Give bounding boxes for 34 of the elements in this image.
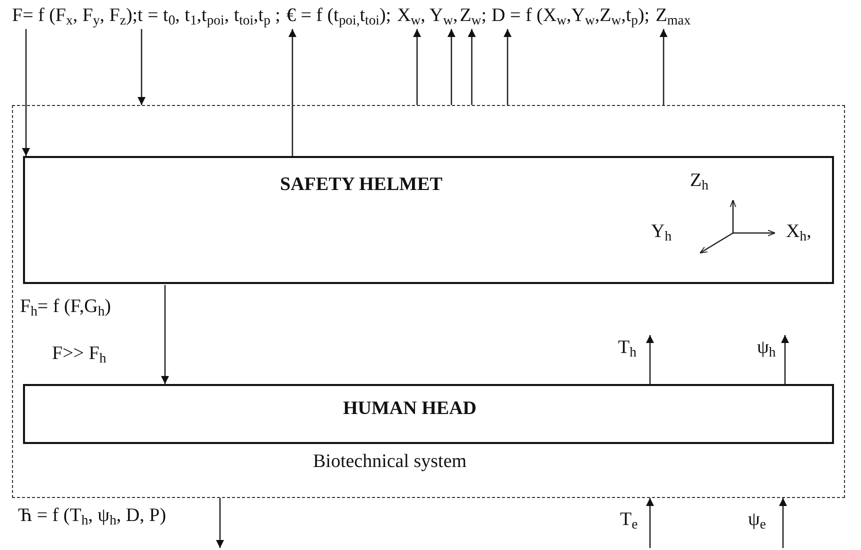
- edge-label: Ћ = f (T$_{h}$, ψ$_{h}$, D, P): [18, 505, 166, 527]
- arrow: [646, 498, 654, 548]
- arrow: [779, 498, 787, 548]
- box-title: SAFETY HELMET: [280, 174, 442, 196]
- arrow: [288, 29, 296, 156]
- arrow: [646, 335, 654, 384]
- arrow: [161, 285, 169, 384]
- arrow: [216, 498, 224, 548]
- formula-label: € = f (t$_{poi,}$t$_{toi}$);: [286, 4, 392, 28]
- formula-label: t = t$_{0}$, t$_{1}$,t$_{poi}$, t$_{toi}$,t$_{p}$ ;: [138, 4, 280, 28]
- head-box: [23, 384, 834, 444]
- arrow: [22, 29, 30, 156]
- arrow: [504, 29, 512, 105]
- formula-label: Z$_{max}$: [656, 4, 691, 28]
- system-boundary: [12, 105, 845, 498]
- arrow: [660, 29, 668, 105]
- formula-label: F>> F$_{h}$: [52, 343, 106, 365]
- formula-label: X$_{w}$,: [397, 4, 426, 28]
- formula-label: Z$_{w}$;: [460, 4, 487, 28]
- arrow: [413, 29, 422, 105]
- helmet-box: [23, 156, 834, 284]
- axis-label: Y$_{h}$: [651, 221, 672, 243]
- axis-label: X$_{h}$,: [786, 221, 812, 243]
- box-title: HUMAN HEAD: [343, 398, 477, 420]
- formula-label: D = f (X$_{w}$,Y$_{w}$,Z$_{w}$,t$_{p}$);: [492, 4, 650, 28]
- formula-label: F= f (F$_{x}$, F$_{y}$, F$_{z}$);: [12, 4, 138, 28]
- formula-label: F$_{h}$= f (F,G$_{h}$): [20, 296, 111, 318]
- arrow: [138, 29, 146, 105]
- arrow: [468, 29, 476, 105]
- arrow: [447, 29, 456, 105]
- formula-label: Y$_{w}$,: [429, 4, 458, 28]
- system-label: Biotechnical system: [313, 451, 467, 473]
- arrow: [781, 335, 789, 384]
- axis-label: Z$_{h}$: [690, 170, 708, 192]
